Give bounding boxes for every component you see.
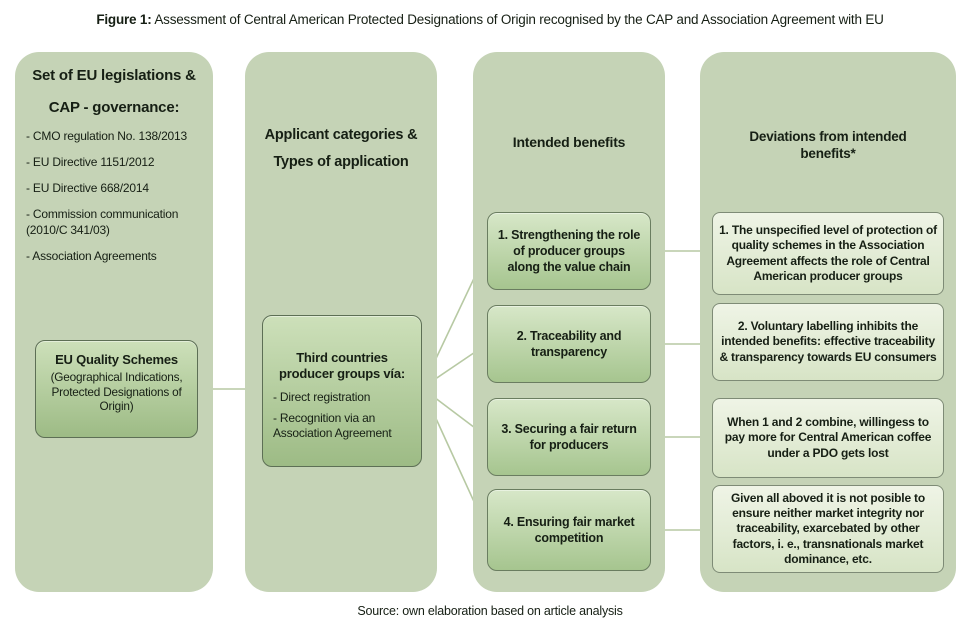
application-type-association-agreement: - Recognition via an Association Agreeme…	[273, 411, 392, 440]
column-intended-benefits: Intended benefits 1. Strengthening the r…	[473, 52, 665, 592]
eu-quality-schemes-title: EU Quality Schemes	[55, 352, 178, 367]
deviation-box-4: Given all aboved it is not posible to en…	[712, 485, 944, 573]
column-deviations: Deviations from intended benefits* 1. Th…	[700, 52, 956, 592]
legislation-item-directive-1151: - EU Directive 1151/2012	[26, 155, 155, 169]
third-countries-box: Third countries producer groups vía: - D…	[262, 315, 422, 467]
legislation-item-directive-668: - EU Directive 668/2014	[26, 181, 149, 195]
column-applicant-categories-header: Applicant categories & Types of applicat…	[264, 127, 418, 170]
legislation-item-cmo: - CMO regulation No. 138/2013	[26, 129, 187, 143]
deviation-box-3: When 1 and 2 combine, willingess to pay …	[712, 398, 944, 478]
benefit-box-3: 3. Securing a fair return for producers	[487, 398, 651, 476]
column-eu-legislation-header: Set of EU legislations & CAP - governanc…	[32, 67, 196, 116]
legislation-item-association-agreements: - Association Agreements	[26, 249, 157, 263]
benefit-box-4: 4. Ensuring fair market competition	[487, 489, 651, 571]
figure-title-text: Assessment of Central American Protected…	[154, 12, 884, 27]
eu-quality-schemes-subtitle: (Geographical Indications, Protected Des…	[50, 370, 183, 413]
column-intended-benefits-header: Intended benefits	[512, 134, 626, 150]
source-caption: Source: own elaboration based on article…	[357, 604, 623, 618]
column-applicant-categories: Applicant categories & Types of applicat…	[245, 52, 437, 592]
deviation-box-1: 1. The unspecified level of protection o…	[712, 212, 944, 295]
column-deviations-header: Deviations from intended benefits*	[749, 129, 907, 161]
legislation-item-commission-communication: - Commission communication (2010/C 341/0…	[26, 207, 179, 237]
benefit-box-2: 2. Traceability and transparency	[487, 305, 651, 383]
third-countries-title: Third countries producer groups vía:	[278, 350, 406, 381]
application-type-direct-registration: - Direct registration	[273, 390, 371, 404]
deviation-box-2: 2. Voluntary labelling inhibits the inte…	[712, 303, 944, 381]
figure-title: Figure 1: Assessment of Central American…	[0, 12, 980, 27]
legislation-list: - CMO regulation No. 138/2013 - EU Direc…	[26, 128, 205, 274]
benefit-box-1: 1. Strengthening the role of producer gr…	[487, 212, 651, 290]
column-eu-legislation: Set of EU legislations & CAP - governanc…	[15, 52, 213, 592]
figure-title-prefix: Figure 1:	[96, 12, 152, 27]
eu-quality-schemes-box: EU Quality Schemes (Geographical Indicat…	[35, 340, 198, 438]
